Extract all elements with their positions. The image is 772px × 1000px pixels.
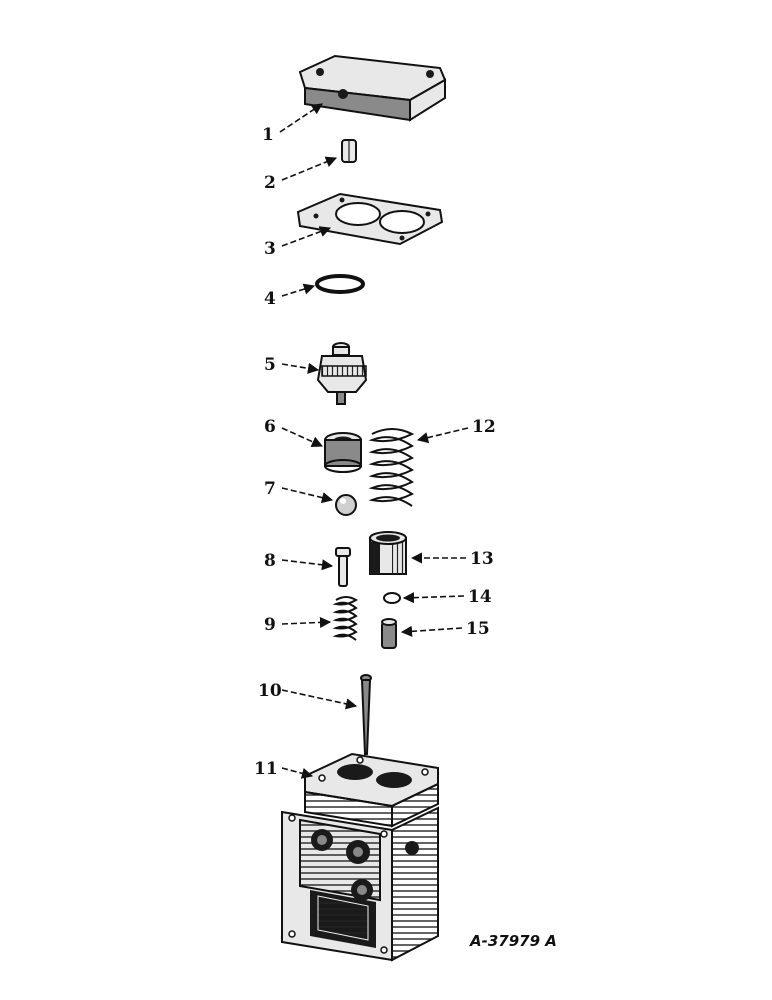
label-part-4: 4 <box>264 289 276 309</box>
label-part-5: 5 <box>264 355 276 375</box>
part-6-threaded-plug <box>324 432 362 473</box>
part-9-spring <box>332 596 358 641</box>
label-part-13: 13 <box>470 549 494 569</box>
label-part-1: 1 <box>262 125 274 145</box>
part-15-pin <box>381 618 397 649</box>
label-part-10: 10 <box>258 681 282 701</box>
part-14-small-ring <box>383 592 401 604</box>
part-11-housing <box>281 752 439 962</box>
part-5-valve <box>316 342 368 405</box>
label-part-2: 2 <box>264 173 276 193</box>
label-part-3: 3 <box>264 239 276 259</box>
label-part-11: 11 <box>254 759 278 779</box>
part-10-needle <box>360 674 372 755</box>
part-1-cover <box>298 54 447 122</box>
part-8-pin <box>335 547 351 587</box>
part-3-gasket <box>296 192 444 246</box>
part-12-spring <box>368 428 415 507</box>
part-7-ball <box>335 494 357 516</box>
part-13-sleeve <box>369 531 407 575</box>
label-part-15: 15 <box>466 619 490 639</box>
label-part-14: 14 <box>468 587 492 607</box>
label-part-8: 8 <box>264 551 276 571</box>
label-part-6: 6 <box>264 417 276 437</box>
label-part-12: 12 <box>472 417 496 437</box>
label-part-9: 9 <box>264 615 276 635</box>
part-2-pin <box>341 139 357 163</box>
reference-code: A-37979 A <box>469 932 557 950</box>
label-part-7: 7 <box>264 479 276 499</box>
part-4-ring <box>315 274 365 294</box>
